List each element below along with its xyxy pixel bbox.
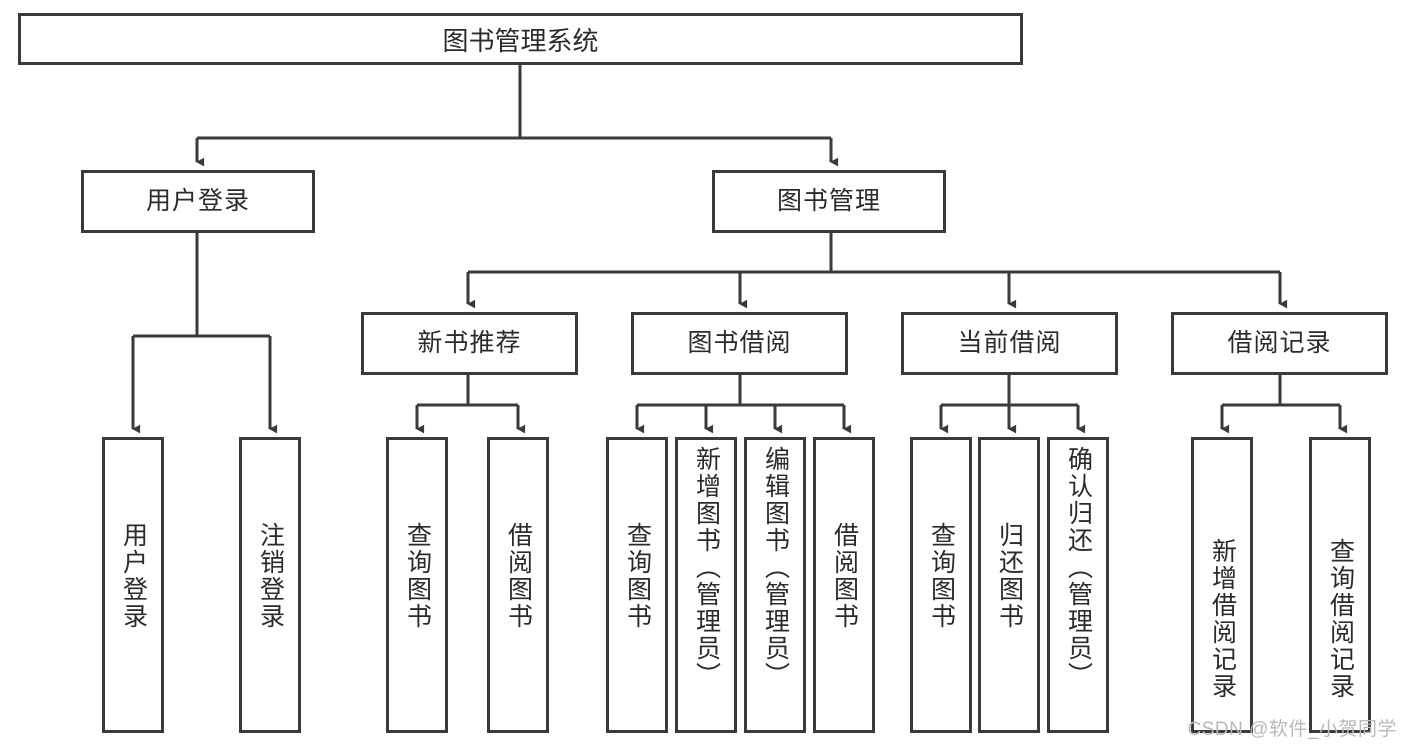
- node-book-management[interactable]: 图书管理: [712, 170, 946, 233]
- leaf-user-login[interactable]: 用户登录: [102, 437, 164, 733]
- csdn-watermark: CSDN @软件_小贺同学: [1187, 719, 1397, 740]
- leaf-query-books-borrow[interactable]: 查询图书: [606, 437, 668, 733]
- leaf-query-books-recommend[interactable]: 查询图书: [386, 437, 448, 733]
- node-current-borrow[interactable]: 当前借阅: [901, 312, 1118, 375]
- leaf-label: 查询图书: [927, 522, 956, 630]
- leaf-label: 借阅图书: [504, 522, 533, 630]
- node-label: 图书借阅: [687, 328, 792, 357]
- leaf-query-books-current[interactable]: 查询图书: [910, 437, 972, 733]
- leaf-label: 借阅图书: [830, 522, 859, 630]
- node-label: 用户登录: [145, 186, 250, 215]
- node-label: 借阅记录: [1227, 328, 1332, 357]
- leaf-label: 查询图书: [403, 522, 432, 630]
- node-root-system[interactable]: 图书管理系统: [18, 13, 1023, 65]
- leaf-label: 用户登录: [119, 522, 148, 630]
- node-label: 新书推荐: [417, 328, 522, 357]
- leaf-edit-book-admin[interactable]: 编辑图书（管理员）: [744, 437, 806, 733]
- leaf-add-book-admin[interactable]: 新增图书（管理员）: [675, 437, 737, 733]
- node-new-book-recommend[interactable]: 新书推荐: [361, 312, 578, 375]
- leaf-query-borrow-record[interactable]: 查询借阅记录: [1309, 437, 1371, 733]
- leaf-label: 归还图书: [995, 522, 1024, 630]
- leaf-label: 查询图书: [623, 522, 652, 630]
- node-label: 当前借阅: [957, 328, 1062, 357]
- leaf-user-logout[interactable]: 注销登录: [239, 437, 301, 733]
- leaf-label: 查询借阅记录: [1326, 538, 1355, 700]
- leaf-label: 编辑图书（管理员）: [761, 446, 790, 689]
- node-user-login[interactable]: 用户登录: [81, 170, 315, 233]
- node-label: 图书管理系统: [442, 25, 599, 56]
- node-book-borrow[interactable]: 图书借阅: [631, 312, 848, 375]
- leaf-borrow-books-recommend[interactable]: 借阅图书: [487, 437, 549, 733]
- leaf-label: 注销登录: [256, 522, 285, 630]
- leaf-label: 新增借阅记录: [1208, 538, 1237, 700]
- leaf-label: 新增图书（管理员）: [692, 446, 721, 689]
- leaf-label: 确认归还（管理员）: [1064, 446, 1093, 689]
- node-label: 图书管理: [776, 186, 881, 215]
- node-borrow-record[interactable]: 借阅记录: [1171, 312, 1388, 375]
- leaf-add-borrow-record[interactable]: 新增借阅记录: [1191, 437, 1253, 733]
- leaf-confirm-return-admin[interactable]: 确认归还（管理员）: [1047, 437, 1109, 733]
- leaf-borrow-book[interactable]: 借阅图书: [813, 437, 875, 733]
- leaf-return-book[interactable]: 归还图书: [978, 437, 1040, 733]
